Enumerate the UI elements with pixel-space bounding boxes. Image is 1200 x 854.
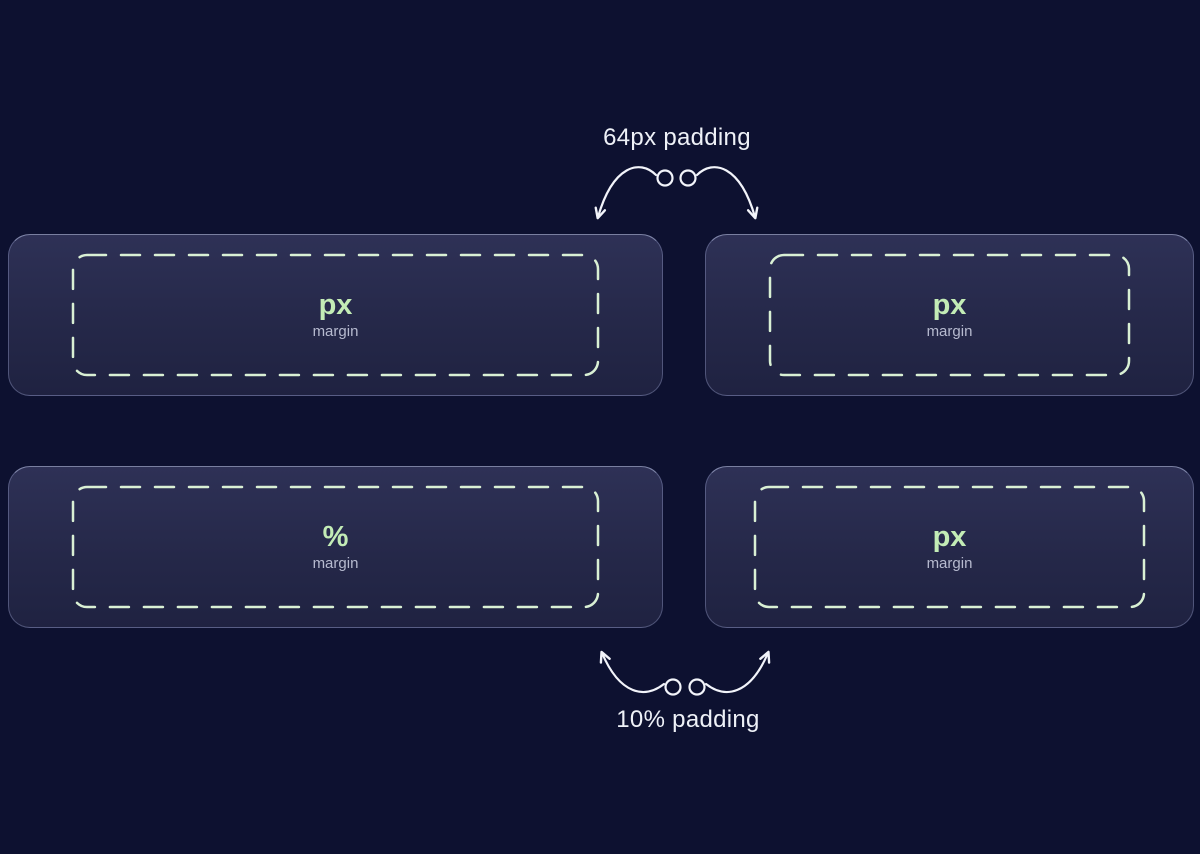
margin-dashed-box: % margin [71, 485, 600, 609]
dashed-border-icon [768, 253, 1131, 377]
anchor-circle-icon [656, 169, 674, 187]
arrow-to-top-right-card-icon [695, 166, 759, 220]
margin-label: margin [926, 322, 973, 340]
margin-label: margin [312, 322, 359, 340]
unit-label: px [932, 520, 967, 553]
bottom-padding-annotation: 10% padding [616, 706, 760, 733]
unit-label: px [932, 288, 967, 321]
card-bottom-right: px margin [705, 466, 1194, 628]
unit-label: % [322, 520, 349, 553]
anchor-circle-icon [688, 678, 706, 696]
card-bottom-left: % margin [8, 466, 663, 628]
margin-dashed-box: px margin [71, 253, 600, 377]
arrow-to-bottom-right-card-icon [704, 650, 771, 693]
margin-label: margin [312, 554, 359, 572]
anchor-circle-icon [679, 169, 697, 187]
margin-dashed-box: px margin [753, 485, 1146, 609]
arrow-to-top-left-card-icon [594, 166, 658, 220]
card-top-left: px margin [8, 234, 663, 396]
dashed-border-icon [71, 485, 600, 609]
top-annotation-arrows-icon [594, 166, 759, 220]
dashed-border-icon [71, 253, 600, 377]
arrow-to-bottom-left-card-icon [599, 650, 666, 693]
unit-label: px [318, 288, 353, 321]
top-padding-annotation: 64px padding [603, 124, 751, 151]
dashed-border-icon [753, 485, 1146, 609]
card-top-right: px margin [705, 234, 1194, 396]
margin-dashed-box: px margin [768, 253, 1131, 377]
anchor-circle-icon [664, 678, 682, 696]
margin-label: margin [926, 554, 973, 572]
bottom-annotation-arrows-icon [599, 650, 771, 696]
